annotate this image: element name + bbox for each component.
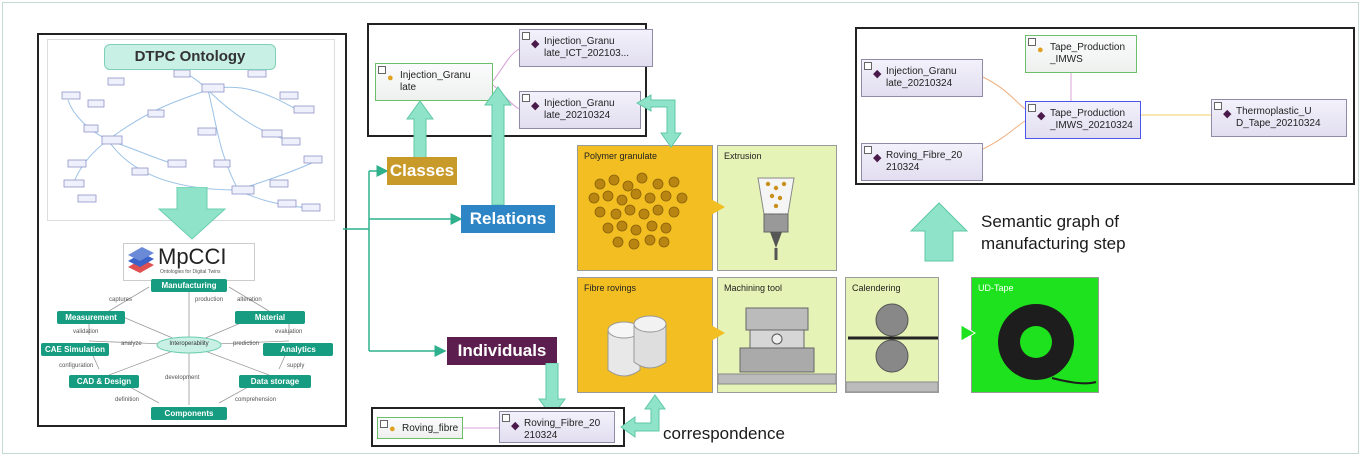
box-data-storage: Data storage [239, 375, 311, 388]
node-injection-granulate-20210324-graph: ◆ Injection_Granu late_20210324 [861, 59, 983, 97]
tile-fibre-rovings: Fibre rovings [577, 277, 713, 393]
tile-title: Machining tool [724, 283, 783, 293]
individual-diamond-icon: ◆ [873, 68, 882, 80]
label-individuals: Individuals [447, 337, 557, 365]
fibre-rolls-icon [607, 315, 667, 377]
box-cae-simulation: CAE Simulation [41, 343, 109, 356]
node-roving-fibre-20210324: ◆ Roving_Fibre_20 210324 [499, 411, 615, 443]
mpcci-logo-icon [128, 247, 154, 273]
class-circle-icon: ● [1037, 44, 1044, 56]
semantic-graph-panel: ◆ Injection_Granu late_20210324 ● Tape_P… [855, 27, 1355, 185]
connector-lines [343, 165, 463, 357]
individual-diamond-icon: ◆ [531, 100, 540, 112]
label-relations: Relations [461, 205, 555, 233]
extrusion-icon [757, 177, 795, 260]
caption-semantic-line2: manufacturing step [981, 234, 1126, 253]
rel-supply: supply [287, 363, 305, 369]
rel-captures: captures [109, 297, 133, 303]
down-arrow [157, 187, 227, 240]
node-label: Roving_Fibre_20 210324 [886, 150, 963, 173]
node-label: Injection_Granu late_ICT_202103... [544, 36, 630, 59]
tile-machining-tool: Machining tool [717, 277, 837, 393]
node-injection-granulate-20210324: ◆ Injection_Granu late_20210324 [519, 91, 641, 129]
rel-analyze: analyze [121, 341, 142, 347]
rel-validation: validation [73, 329, 99, 335]
tile-title: Polymer granulate [584, 151, 658, 161]
rel-alteration: alteration [237, 297, 262, 303]
rel-production: production [195, 297, 224, 303]
box-components: Components [151, 407, 227, 420]
individual-diamond-icon: ◆ [873, 152, 882, 164]
individual-diamond-icon: ◆ [1037, 110, 1046, 122]
machining-tool-icon [718, 307, 836, 385]
process-arrows [711, 199, 977, 342]
class-circle-icon: ● [387, 72, 394, 84]
tile-calendering: Calendering [845, 277, 939, 393]
mpcci-diagram-lines [88, 285, 290, 405]
node-label: Roving_fibre [402, 423, 459, 434]
mpcci-logo: MpCCI Ontologies for Digital Twins [123, 243, 255, 281]
caption-correspondence: correspondence [663, 424, 785, 443]
node-label: Thermoplastic_U D_Tape_20210324 [1236, 106, 1321, 129]
ontology-panel: DTPC Ontology MpCCI Ontologies for Digit… [37, 33, 347, 427]
node-thermoplastic-ud-tape: ◆ Thermoplastic_U D_Tape_20210324 [1211, 99, 1347, 137]
box-analytics: Analytics [263, 343, 333, 356]
correspondence-arrow-bottom [620, 394, 666, 438]
ontology-graph-lines [61, 55, 323, 212]
box-measurement: Measurement [57, 311, 125, 324]
box-material: Material [235, 311, 305, 324]
rel-prediction: prediction [233, 341, 260, 347]
individual-diamond-icon: ◆ [531, 38, 540, 50]
rel-evaluation: evaluation [275, 329, 303, 335]
ontology-title: DTPC Ontology [104, 44, 276, 70]
rel-comprehension: comprehension [235, 397, 277, 403]
correspondence-arrow-top [635, 94, 682, 148]
tile-polymer-granulate: Polymer granulate [577, 145, 713, 271]
node-tape-production-class: ● Tape_Production _IMWS [1025, 35, 1137, 73]
node-roving-fibre-20210324-graph: ◆ Roving_Fibre_20 210324 [861, 143, 983, 181]
node-label: Tape_Production _IMWS_20210324 [1050, 108, 1133, 131]
box-cad-design: CAD & Design [69, 375, 139, 388]
label-classes: Classes [387, 157, 457, 185]
tile-ud-tape: UD-Tape [971, 277, 1099, 393]
tile-title: Calendering [852, 283, 901, 293]
tape-reel-icon [998, 304, 1097, 385]
tile-title: UD-Tape [978, 283, 1014, 293]
semantic-graph-edges [982, 73, 1211, 150]
semantic-up-arrow [909, 202, 969, 262]
granulate-icon [588, 172, 688, 250]
node-label: Injection_Granu late_20210324 [886, 66, 957, 89]
mpcci-subtitle: Ontologies for Digital Twins [160, 269, 221, 275]
node-label: Injection_Granu late [400, 70, 471, 93]
node-tape-production-individual: ◆ Tape_Production _IMWS_20210324 [1025, 101, 1141, 139]
mpcci-title: MpCCI [158, 244, 227, 269]
node-label: Tape_Production _IMWS [1050, 42, 1126, 65]
rel-development: development [165, 375, 200, 381]
tile-title: Extrusion [724, 151, 762, 161]
class-circle-icon: ● [389, 423, 396, 435]
node-roving-fibre-class: ● Roving_fibre [377, 417, 463, 439]
calender-rollers-icon [846, 303, 938, 392]
node-label: Roving_Fibre_20 210324 [524, 418, 601, 441]
tile-title: Fibre rovings [584, 283, 637, 293]
bottom-panel-edge [463, 427, 499, 429]
tile-extrusion: Extrusion [717, 145, 837, 271]
rel-definition: definition [115, 397, 140, 403]
node-label: Injection_Granu late_20210324 [544, 98, 615, 121]
rel-configuration: configuration [59, 363, 94, 369]
classes-up-arrow [406, 100, 434, 160]
relations-up-arrow [484, 86, 512, 206]
node-injection-granulate-ict: ◆ Injection_Granu late_ICT_202103... [519, 29, 653, 67]
individual-diamond-icon: ◆ [511, 420, 520, 432]
bottom-ontology-panel: ● Roving_fibre ◆ Roving_Fibre_20 210324 [371, 407, 625, 447]
mpcci-center-label: Interoperability [169, 341, 209, 347]
node-injection-granulate-class: ● Injection_Granu late [375, 63, 493, 101]
caption-semantic-line1: Semantic graph of [981, 212, 1119, 231]
box-manufacturing: Manufacturing [151, 279, 227, 292]
individual-diamond-icon: ◆ [1223, 108, 1232, 120]
